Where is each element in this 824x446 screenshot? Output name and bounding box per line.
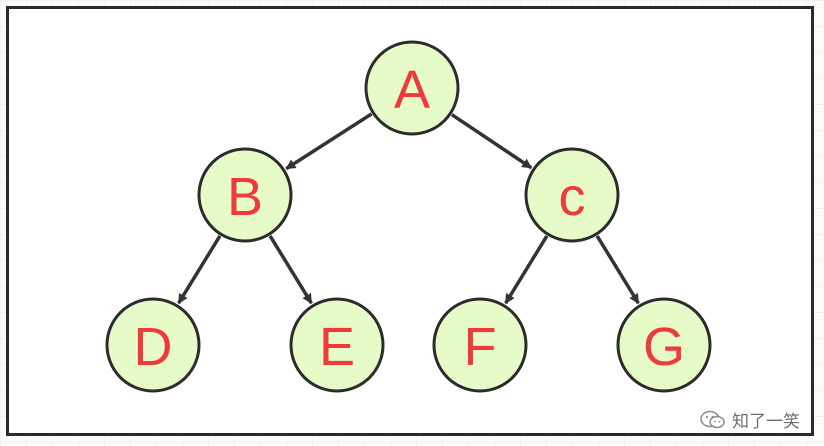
watermark-text: 知了一笑 — [732, 412, 800, 432]
tree-node-e: E — [289, 297, 385, 393]
node-circle — [197, 147, 293, 243]
tree-node-f: F — [432, 297, 528, 393]
node-circle — [289, 297, 385, 393]
node-circle — [432, 297, 528, 393]
node-label: D — [134, 317, 173, 377]
edge-b-d — [177, 234, 222, 305]
tree-node-c: c — [524, 147, 620, 243]
node-label: F — [464, 317, 497, 377]
node-circle — [616, 297, 712, 393]
node-circle — [364, 40, 460, 136]
node-circle — [524, 147, 620, 243]
tree-node-g: G — [616, 297, 712, 393]
tree-node-a: A — [364, 40, 460, 136]
node-label: c — [559, 167, 586, 227]
watermark: 知了一笑 — [700, 407, 800, 432]
tree-node-d: D — [105, 297, 201, 393]
edge-b-e — [268, 234, 313, 305]
node-label: G — [643, 317, 685, 377]
edge-c-g — [595, 234, 640, 305]
node-label: B — [227, 167, 263, 227]
node-circle — [105, 297, 201, 393]
node-label: E — [319, 317, 355, 377]
wechat-icon — [700, 410, 725, 428]
edge-a-c — [450, 113, 533, 170]
edges — [177, 112, 640, 305]
edge-c-f — [504, 234, 549, 305]
node-label: A — [394, 60, 430, 120]
edge-a-b — [285, 112, 373, 171]
tree-node-b: B — [197, 147, 293, 243]
